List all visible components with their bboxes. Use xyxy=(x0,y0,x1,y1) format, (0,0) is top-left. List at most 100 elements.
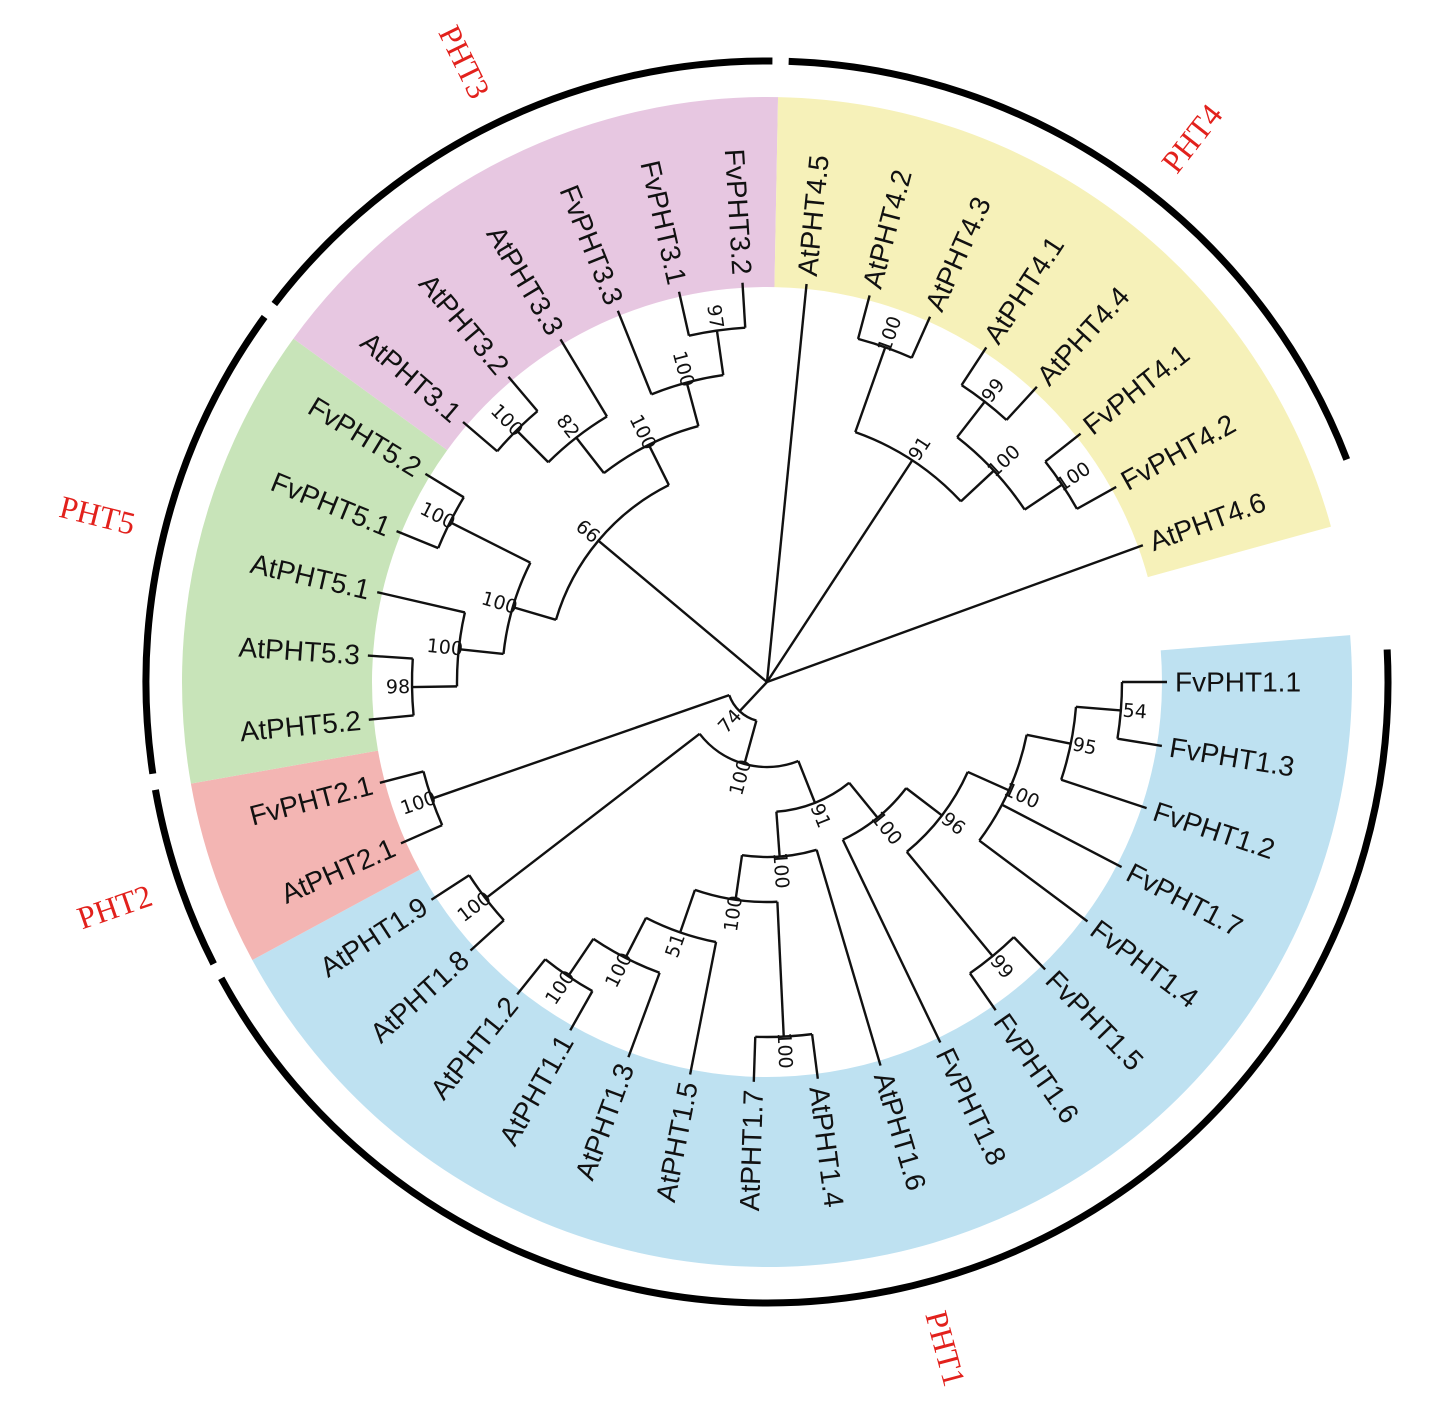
branch-arc xyxy=(547,415,608,464)
branch xyxy=(765,283,808,683)
branch-arc xyxy=(969,936,1015,975)
bootstrap-value: 98 xyxy=(386,676,410,698)
branch xyxy=(1076,485,1117,510)
group-arc-pht3 xyxy=(271,57,773,307)
branch-arc xyxy=(603,424,699,475)
group-arc-pht5 xyxy=(142,314,268,775)
branch xyxy=(507,376,539,412)
branch xyxy=(956,400,986,438)
branch xyxy=(743,720,758,765)
branch-arc xyxy=(422,771,444,826)
branch xyxy=(776,901,785,1037)
branch xyxy=(624,917,648,959)
branch xyxy=(854,346,887,433)
branch-arc xyxy=(728,694,757,722)
bootstrap-value: 97 xyxy=(702,303,727,330)
bootstrap-value: 100 xyxy=(866,808,906,850)
bootstrap-value: 100 xyxy=(668,349,699,390)
branch xyxy=(848,782,879,819)
branch-arc xyxy=(978,734,1028,842)
branch xyxy=(430,874,470,901)
bootstrap-value: 100 xyxy=(874,313,907,355)
branch xyxy=(627,972,661,1058)
branch xyxy=(1075,705,1121,712)
branch-arc xyxy=(645,916,717,944)
branch xyxy=(910,316,932,359)
branch xyxy=(967,770,1010,792)
branch xyxy=(367,654,413,660)
bootstrap-value: 100 xyxy=(725,757,756,798)
clade-band-pht4 xyxy=(774,97,1331,578)
branch xyxy=(516,958,547,996)
branch xyxy=(396,529,439,550)
clade-band-pht5 xyxy=(181,338,448,784)
bootstrap-value: 66 xyxy=(571,515,604,547)
branch xyxy=(1117,737,1163,748)
branch-arc xyxy=(741,848,818,859)
branch xyxy=(569,990,594,1031)
branch xyxy=(575,436,605,474)
branch xyxy=(815,849,882,1066)
branch xyxy=(379,770,424,784)
branch xyxy=(400,824,443,845)
branch-arc xyxy=(842,787,908,841)
branch xyxy=(738,681,768,713)
branch xyxy=(469,919,505,952)
bootstrap-value: 100 xyxy=(541,967,580,1009)
branch xyxy=(856,295,871,340)
bootstrap-value: 100 xyxy=(601,949,637,991)
branch xyxy=(559,338,608,418)
branch xyxy=(905,787,943,817)
branch xyxy=(515,429,550,464)
branch-arc xyxy=(455,612,467,687)
branch-arc xyxy=(698,733,799,769)
leaf-label: AtPHT1.7 xyxy=(734,1089,769,1211)
branch-arc xyxy=(694,888,778,904)
branch xyxy=(775,811,781,857)
group-arc-pht1 xyxy=(218,649,1392,1307)
branch-arc xyxy=(857,337,913,359)
bootstrap-value: 99 xyxy=(985,951,1017,984)
branch-arc xyxy=(502,562,532,655)
leaf-label: FvPHT1.1 xyxy=(1175,667,1301,698)
bootstrap-value: 96 xyxy=(937,808,970,840)
branch xyxy=(376,591,466,614)
branch xyxy=(752,1036,757,1082)
bootstrap-value: 100 xyxy=(398,787,439,820)
branch-arc xyxy=(592,937,661,974)
bootstrap-value: 100 xyxy=(453,887,495,927)
branch xyxy=(734,855,744,900)
group-arc-pht2 xyxy=(151,789,217,966)
branch xyxy=(1044,432,1082,463)
branch xyxy=(512,605,557,621)
group-label-pht5: PHT5 xyxy=(56,488,139,541)
group-label-pht4: PHT4 xyxy=(1154,97,1229,179)
bootstrap-value: 95 xyxy=(1070,733,1098,759)
branch xyxy=(412,685,458,689)
branch xyxy=(567,938,595,977)
branch xyxy=(841,839,942,1044)
bootstrap-value: 100 xyxy=(773,1032,797,1069)
branch xyxy=(368,714,414,721)
branch xyxy=(1026,733,1072,745)
clade-band-pht3 xyxy=(293,96,779,451)
branch xyxy=(1060,778,1147,810)
branch-arc xyxy=(854,431,962,503)
branch xyxy=(905,851,994,957)
branch xyxy=(1023,483,1063,511)
bootstrap-value: 100 xyxy=(416,498,458,534)
branch xyxy=(810,1033,819,1079)
branch xyxy=(431,694,730,800)
group-label-pht2: PHT2 xyxy=(73,877,157,936)
branch-arc xyxy=(1060,706,1078,781)
branch xyxy=(968,972,997,1011)
branch xyxy=(978,839,1089,923)
branch xyxy=(1012,936,1046,971)
branch xyxy=(424,472,465,499)
branch-arc xyxy=(650,373,724,396)
bootstrap-value: 54 xyxy=(1122,700,1148,724)
clade-band-pht1 xyxy=(252,635,1352,1268)
branch-arc xyxy=(776,781,850,813)
